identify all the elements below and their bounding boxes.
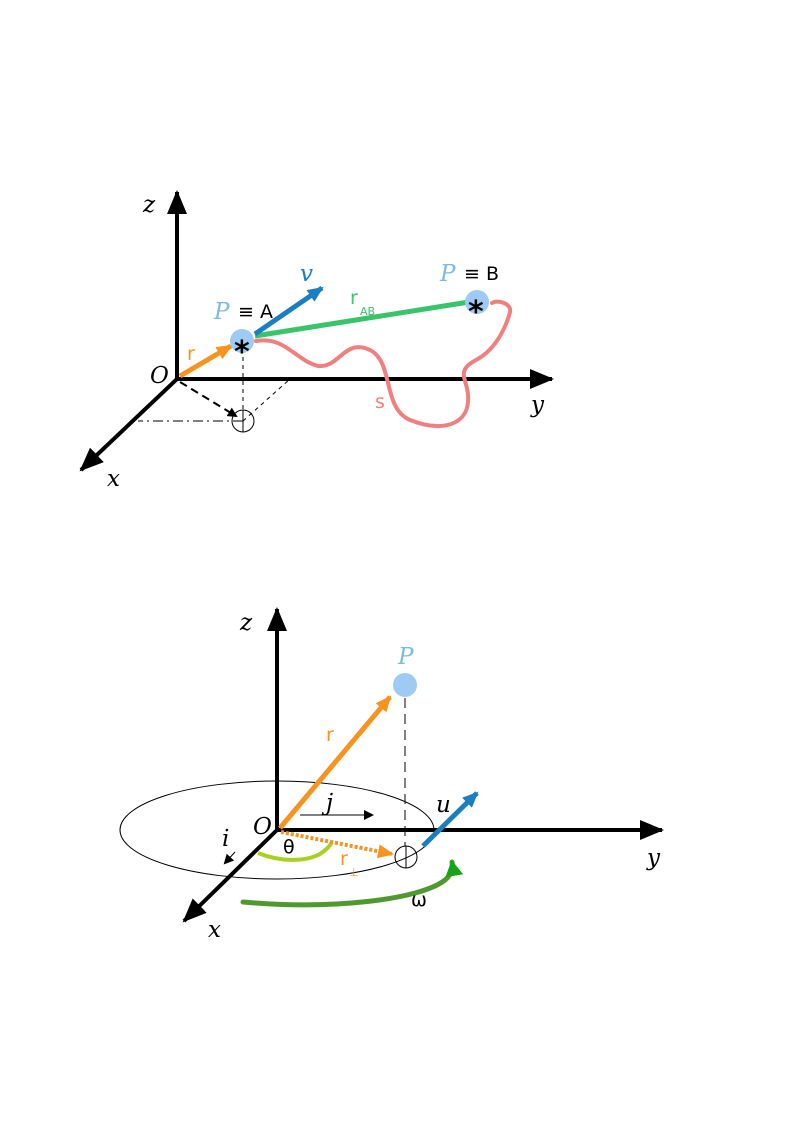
x-axis	[182, 828, 279, 923]
perpendicular-label-sub: ⊥	[349, 866, 359, 879]
angle-arc	[257, 841, 334, 862]
x-axis-label: x	[208, 917, 221, 943]
point-b-symbol: P	[439, 261, 456, 287]
chord-label: r	[350, 287, 358, 309]
point-p-symbol: P	[397, 644, 414, 670]
unit-i-label: i	[222, 826, 229, 852]
perpendicular-label: r	[340, 848, 348, 870]
point-a-label: ≡ A	[238, 301, 273, 323]
x-axis-label: x	[107, 466, 120, 492]
axis-vector-label: u	[436, 792, 451, 818]
perpendicular-vector	[280, 830, 394, 859]
position-label: r	[187, 343, 195, 365]
velocity-vector	[253, 285, 324, 337]
y-axis-label: y	[530, 392, 545, 418]
angle-label: θ	[283, 836, 295, 858]
trajectory-path	[254, 299, 513, 428]
rotation-arrow	[240, 859, 464, 908]
star-b: *	[468, 295, 484, 330]
axis-vector	[421, 791, 479, 848]
point-p	[393, 673, 417, 697]
projection-vector	[179, 381, 238, 418]
z-axis-label: z	[239, 610, 253, 636]
origin-label: O	[253, 814, 272, 840]
unit-j-label: j	[321, 790, 333, 816]
origin-label: O	[150, 363, 169, 389]
angular-velocity-label: ω	[411, 889, 427, 911]
position-vector	[178, 343, 233, 379]
chord-label-sub: AB	[360, 305, 375, 318]
diagram-trajectory: * * z y x O r v r AB s P ≡ A P ≡ B	[79, 190, 554, 492]
x-axis	[79, 377, 179, 472]
y-axis-label: y	[646, 845, 661, 871]
projection-dash	[242, 378, 291, 422]
position-vector	[278, 695, 392, 830]
point-a	[230, 329, 254, 353]
unit-vector-i	[223, 851, 236, 865]
point-b-label: ≡ B	[464, 263, 499, 285]
chord-vector	[254, 299, 470, 339]
velocity-label: v	[300, 261, 313, 287]
position-label: r	[326, 724, 334, 746]
point-b	[465, 290, 489, 314]
point-a-symbol: P	[213, 299, 230, 325]
path-label: s	[375, 391, 385, 413]
z-axis-label: z	[142, 192, 156, 218]
star-a: *	[234, 335, 250, 370]
diagram-rotation: z y x O P r j i θ r ⊥ u ω	[119, 607, 664, 943]
